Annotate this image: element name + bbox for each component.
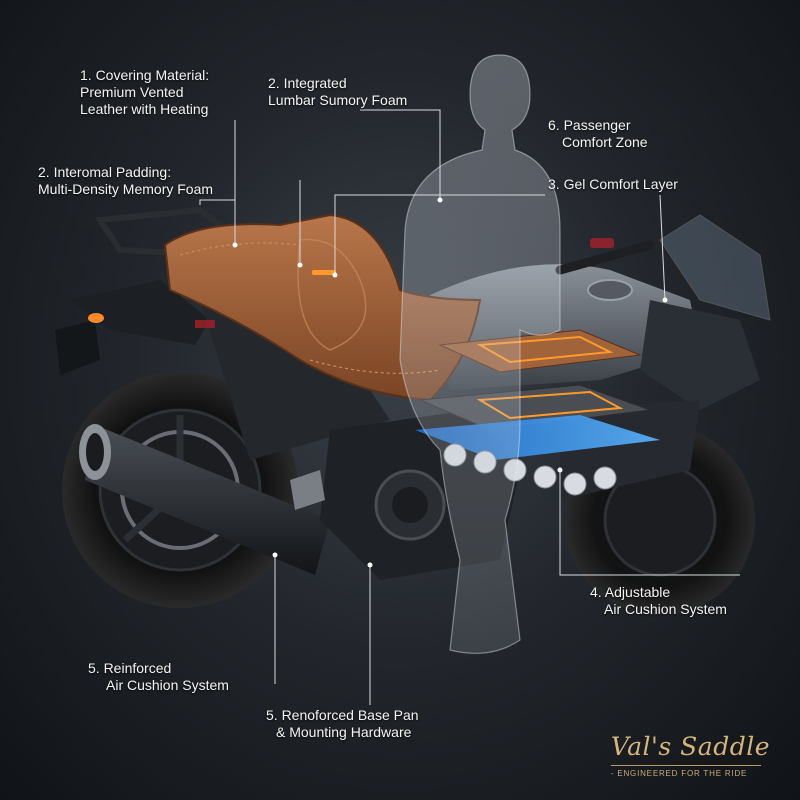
exhaust (79, 424, 330, 575)
callout-base-pan-line-1: 5. Renoforced Base Pan (266, 707, 419, 723)
callout-gel-layer: 3. Gel Comfort Layer (548, 176, 678, 193)
callout-padding-line-1: 2. Interomal Padding: (38, 164, 172, 180)
callout-adjustable-line-1: 4. Adjustable (590, 584, 671, 600)
callout-lumbar-line-1: 2. Integrated (268, 75, 347, 91)
leader-lines (199, 109, 740, 705)
callout-base-pan: 5. Renoforced Base Pan & Mounting Hardwa… (266, 707, 419, 741)
rear-frame (55, 206, 390, 460)
brand-block: Val's Saddle - ENGINEERED FOR THE RIDE (610, 732, 770, 778)
brand-tagline: - ENGINEERED FOR THE RIDE (610, 769, 748, 778)
callout-adjustable-line-2: Air Cushion System (604, 601, 727, 617)
callout-base-pan-line-2: & Mounting Hardware (276, 724, 412, 740)
rider-silhouette (399, 54, 561, 654)
callout-covering-line-2: Premium Vented (80, 84, 184, 100)
callout-covering-line-1: 1. Covering Material: (80, 67, 210, 83)
callout-passenger-line-2: Comfort Zone (562, 134, 648, 150)
callout-covering-line-3: Leather with Heating (80, 101, 209, 117)
callout-passenger-line-1: 6. Passenger (548, 117, 631, 133)
callout-lumbar-line-2: Lumbar Sumory Foam (268, 92, 408, 108)
callout-passenger-zone: 6. Passenger Comfort Zone (548, 117, 648, 151)
brand-logo: Val's Saddle (610, 732, 770, 761)
callout-padding-line-2: Multi-Density Memory Foam (38, 181, 214, 197)
brand-divider (610, 765, 761, 766)
callout-lumbar-foam: 2. Integrated Lumbar Sumory Foam (268, 75, 407, 109)
callout-reinforced-line-2: Air Cushion System (106, 677, 229, 693)
callout-gel-line-1: 3. Gel Comfort Layer (548, 176, 678, 192)
callout-adjustable-air: 4. Adjustable Air Cushion System (590, 584, 727, 618)
callout-reinforced-line-1: 5. Reinforced (88, 660, 172, 676)
handlebar (555, 238, 655, 275)
callout-padding: 2. Interomal Padding: Multi-Density Memo… (38, 164, 213, 198)
callout-reinforced-air: 5. Reinforced Air Cushion System (88, 660, 229, 694)
leader-dots (232, 197, 668, 568)
callout-covering-material: 1. Covering Material: Premium Vented Lea… (80, 67, 209, 118)
